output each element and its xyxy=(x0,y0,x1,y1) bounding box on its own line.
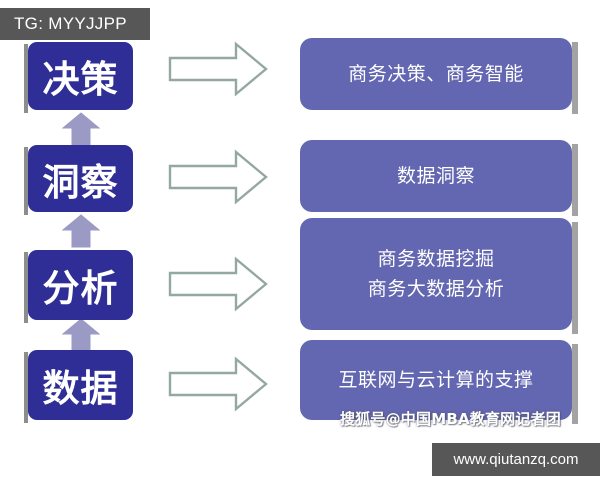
stage-box-data: 数据 xyxy=(24,350,133,423)
sohu-watermark: 搜狐号@中国MBA教育网记者团 xyxy=(340,410,561,428)
arrow-right-icon xyxy=(168,40,268,98)
description-panel-data: 互联网与云计算的支撑 xyxy=(300,340,578,424)
description-panel-insight: 数据洞察 xyxy=(300,140,578,216)
panel-line: 商务数据挖掘 xyxy=(377,248,495,270)
stage-label: 决策 xyxy=(42,58,119,101)
description-panel-decision: 商务决策、商务智能 xyxy=(300,38,578,114)
arrow-up-icon xyxy=(61,318,101,352)
arrow-right-icon xyxy=(168,255,268,313)
arrow-up-icon xyxy=(61,112,101,146)
panel-line: 商务决策、商务智能 xyxy=(348,63,524,85)
panel-line: 商务大数据分析 xyxy=(367,278,505,300)
panel-line: 互联网与云计算的支撑 xyxy=(338,369,534,391)
stage-label: 数据 xyxy=(42,367,119,410)
arrow-right-icon xyxy=(168,148,268,206)
site-url-watermark: www.qiutanzq.com xyxy=(432,443,600,476)
stage-box-analysis: 分析 xyxy=(24,250,133,323)
arrow-right-icon xyxy=(168,355,268,413)
source-badge: TG: MYYJJPP xyxy=(0,8,150,40)
panel-line: 数据洞察 xyxy=(396,165,475,187)
stage-box-insight: 洞察 xyxy=(24,145,133,215)
description-panel-analysis: 商务数据挖掘 商务大数据分析 xyxy=(300,218,578,334)
stage-label: 洞察 xyxy=(42,160,119,204)
arrow-up-icon xyxy=(61,214,101,248)
stage-label: 分析 xyxy=(42,267,119,310)
stage-box-decision: 决策 xyxy=(24,42,133,113)
